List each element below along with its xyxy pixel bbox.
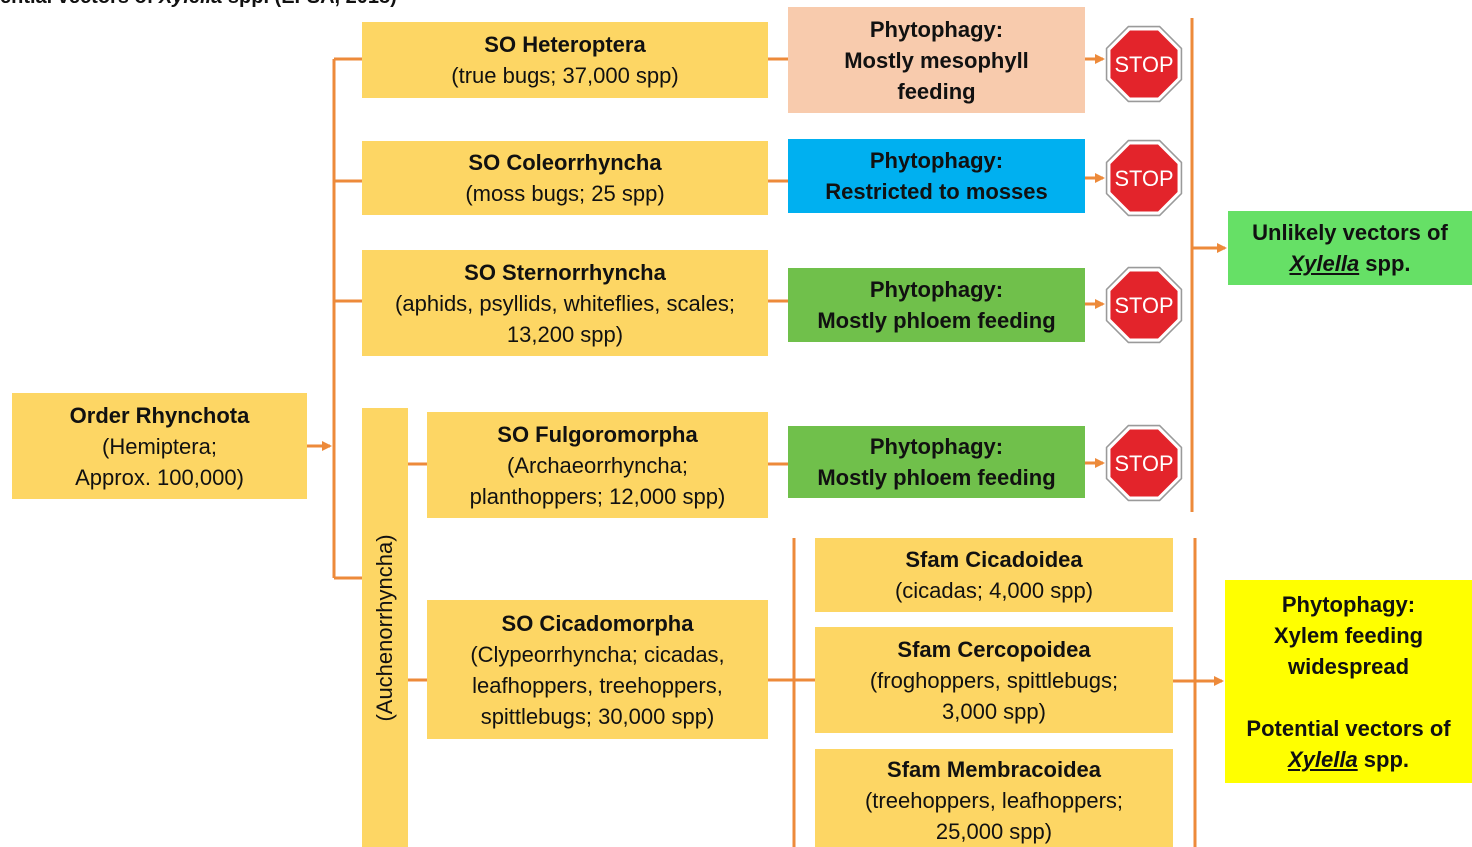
suborder-line: (aphids, psyllids, whiteflies, scales; — [395, 290, 735, 316]
suborder-title: SO Coleorrhyncha — [468, 150, 662, 175]
suborder-line: (Archaeorrhyncha; — [507, 452, 688, 478]
stop-sign-icon: STOP — [1105, 424, 1183, 502]
caption-genus: Xylella — [159, 0, 222, 8]
suborder-line: 13,200 spp) — [506, 321, 624, 347]
superfamily-cicadoidea: Sfam Cicadoidea (cicadas; 4,000 spp) — [815, 538, 1173, 612]
phytophagy-line: Phytophagy: — [869, 277, 1004, 302]
suborder-title: SO Fulgoromorpha — [497, 421, 698, 447]
phytophagy-phloem-fulgoromorpha: Phytophagy: Mostly phloem feeding — [788, 426, 1085, 498]
superfamily-title: Sfam Membracoidea — [887, 757, 1101, 782]
superfamily-title: Sfam Cercopoidea — [897, 636, 1091, 662]
superfamily-title: Sfam Cicadoidea — [905, 547, 1083, 572]
suborder-title: SO Cicadomorpha — [501, 610, 694, 636]
suborder-line: spittlebugs; 30,000 spp) — [480, 703, 715, 729]
unlikely-vectors-box: Unlikely vectors of Xylella spp. — [1228, 211, 1472, 285]
genus-suffix: spp. — [1359, 251, 1411, 276]
genus-name: Xylella — [1287, 746, 1358, 772]
phytophagy-line: feeding — [897, 78, 976, 104]
superfamily-membracoidea: Sfam Membracoidea (treehoppers, leafhopp… — [815, 749, 1173, 847]
genus-suffix: spp. — [1357, 746, 1410, 772]
order-line1: (Hemiptera; — [102, 433, 217, 459]
suborder-line: (true bugs; 37,000 spp) — [451, 63, 679, 88]
phytophagy-line: Mostly mesophyll — [844, 47, 1029, 73]
suborder-cicadomorpha: SO Cicadomorpha (Clypeorrhyncha; cicadas… — [427, 600, 768, 739]
phytophagy-line: Mostly phloem feeding — [817, 308, 1056, 333]
potential-line: Phytophagy: — [1281, 591, 1416, 617]
phytophagy-line: Phytophagy: — [869, 434, 1004, 459]
phytophagy-line: Phytophagy: — [869, 16, 1004, 42]
genus-name: Xylella — [1289, 251, 1360, 276]
suborder-line: leafhoppers, treehoppers, — [472, 672, 723, 698]
suborder-sternorrhyncha: SO Sternorrhyncha (aphids, psyllids, whi… — [362, 250, 768, 356]
superfamily-line: 3,000 spp) — [942, 698, 1046, 724]
phytophagy-phloem-sternorrhyncha: Phytophagy: Mostly phloem feeding — [788, 268, 1085, 342]
figure-caption: ential vectors of Xylella spp. (EFSA, 20… — [0, 0, 397, 9]
phytophagy-line: Phytophagy: — [869, 148, 1004, 173]
suborder-line: (moss bugs; 25 spp) — [465, 181, 665, 206]
stop-text: STOP — [1114, 451, 1173, 476]
suborder-title: SO Sternorrhyncha — [464, 259, 666, 285]
stop-text: STOP — [1114, 52, 1173, 77]
order-title: Order Rhynchota — [69, 402, 250, 428]
order-line2: Approx. 100,000) — [75, 464, 244, 490]
superfamily-line: (treehoppers, leafhoppers; — [864, 788, 1124, 813]
potential-vectors-box: Phytophagy: Xylem feeding widespread Pot… — [1225, 580, 1472, 783]
phytophagy-mesophyll: Phytophagy: Mostly mesophyll feeding — [788, 7, 1085, 113]
potential-genus-line: Xylella spp. — [1288, 744, 1409, 775]
stop-text: STOP — [1114, 293, 1173, 318]
superfamily-cercopoidea: Sfam Cercopoidea (froghoppers, spittlebu… — [815, 627, 1173, 733]
suborder-line: planthoppers; 12,000 spp) — [469, 483, 726, 509]
stop-sign-icon: STOP — [1105, 266, 1183, 344]
suborder-line: (Clypeorrhyncha; cicadas, — [470, 641, 725, 667]
superfamily-line: 25,000 spp) — [935, 819, 1053, 844]
suborder-title: SO Heteroptera — [484, 32, 646, 57]
phytophagy-line: Mostly phloem feeding — [817, 465, 1056, 490]
unlikely-line2: Xylella spp. — [1289, 248, 1410, 279]
suborder-coleorrhyncha: SO Coleorrhyncha (moss bugs; 25 spp) — [362, 141, 768, 215]
unlikely-line1: Unlikely vectors of — [1252, 220, 1448, 245]
suborder-heteroptera: SO Heteroptera (true bugs; 37,000 spp) — [362, 22, 768, 98]
potential-line: Potential vectors of — [1246, 715, 1451, 741]
order-rhynchota-box: Order Rhynchota (Hemiptera; Approx. 100,… — [12, 393, 307, 499]
phytophagy-mosses: Phytophagy: Restricted to mosses — [788, 139, 1085, 213]
superfamily-line: (cicadas; 4,000 spp) — [894, 578, 1094, 603]
phytophagy-line: Restricted to mosses — [825, 179, 1048, 204]
stop-sign-icon: STOP — [1105, 25, 1183, 103]
superfamily-line: (froghoppers, spittlebugs; — [869, 667, 1119, 693]
suborder-fulgoromorpha: SO Fulgoromorpha (Archaeorrhyncha; plant… — [427, 412, 768, 518]
stop-text: STOP — [1114, 166, 1173, 191]
auchenorrhyncha-bar: (Auchenorrhyncha) — [362, 408, 408, 847]
caption-text-end: spp. (EFSA, 2018) — [222, 0, 397, 8]
potential-line: Xylem feeding — [1273, 622, 1424, 648]
caption-text: ential vectors of — [0, 0, 159, 8]
auchenorrhyncha-label: (Auchenorrhyncha) — [372, 534, 397, 722]
stop-sign-icon: STOP — [1105, 139, 1183, 217]
potential-line: widespread — [1287, 653, 1410, 679]
